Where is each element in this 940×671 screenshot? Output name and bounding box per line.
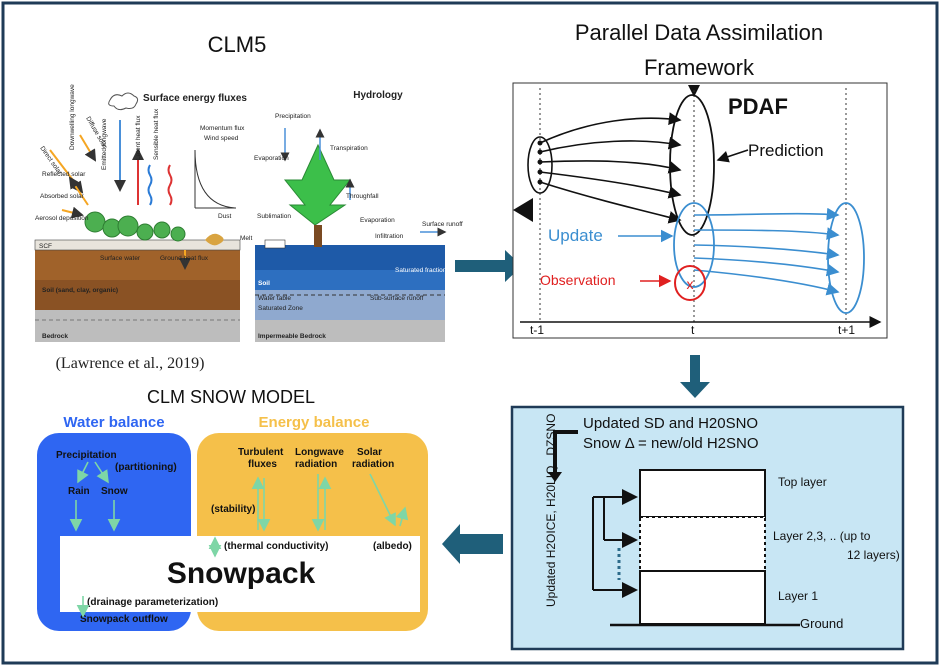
energy-fluxes-title: Surface energy fluxes <box>143 93 247 104</box>
svg-text:Saturated fraction: Saturated fraction <box>395 267 447 274</box>
svg-text:Emitted longwave: Emitted longwave <box>101 118 108 170</box>
label-t-plus: t+1 <box>838 323 855 337</box>
svg-text:Momentum flux: Momentum flux <box>200 125 245 132</box>
drainage-label: (drainage parameterization) <box>87 597 218 608</box>
svg-text:Impermeable Bedrock: Impermeable Bedrock <box>258 333 326 340</box>
bedrock-layer-left <box>35 310 240 342</box>
ground-label: Ground <box>800 616 843 631</box>
svg-text:Sub-surface runoff: Sub-surface runoff <box>370 295 424 302</box>
updated-vars-label: Updated H2OICE, H20LIQ , DZSNO <box>544 414 558 607</box>
pdaf-label: PDAF <box>728 94 788 119</box>
svg-text:Sublimation: Sublimation <box>257 213 291 220</box>
svg-text:fluxes: fluxes <box>248 459 277 470</box>
clm5-schematic: Surface energy fluxes Hydrology Direct s… <box>34 84 463 342</box>
svg-text:Solar: Solar <box>357 447 382 458</box>
update-bracket <box>553 430 578 475</box>
prediction-label: Prediction <box>748 141 824 160</box>
update-forecast-arrows <box>693 207 840 296</box>
layer1-box <box>639 570 766 625</box>
partitioning-label: (partitioning) <box>115 462 177 473</box>
pdaf-title-line2: Framework <box>644 55 755 80</box>
svg-text:Reflected solar: Reflected solar <box>42 171 86 178</box>
svg-text:Surface runoff: Surface runoff <box>422 221 463 228</box>
svg-text:Latent heat flux: Latent heat flux <box>135 115 142 160</box>
snow-label: Snow <box>101 486 128 497</box>
snowpack-label: Snowpack <box>167 557 316 590</box>
svg-text:Saturated Zone: Saturated Zone <box>258 305 303 312</box>
snowpack-box <box>60 536 420 612</box>
svg-text:Sensible heat flux: Sensible heat flux <box>153 108 160 160</box>
svg-text:Aerosol deposition: Aerosol deposition <box>35 215 89 222</box>
svg-text:radiation: radiation <box>352 459 394 470</box>
time-marker-left <box>513 198 533 222</box>
hydrology-title: Hydrology <box>353 90 403 101</box>
middle-layer-label-2: 12 layers) <box>847 548 900 562</box>
arrow-update-to-model <box>442 524 503 564</box>
svg-text:Turbulent: Turbulent <box>238 447 284 458</box>
svg-text:Soil: Soil <box>258 280 270 287</box>
update-arrows <box>592 489 638 598</box>
ensemble-t-minus <box>527 136 553 194</box>
svg-text:Infiltration: Infiltration <box>375 233 404 240</box>
cloud-icon <box>108 92 139 111</box>
water-balance-label: Water balance <box>63 414 164 431</box>
stability-label: (stability) <box>211 504 255 515</box>
snow-model-title: CLM SNOW MODEL <box>147 387 315 407</box>
svg-text:SCF: SCF <box>39 243 52 250</box>
svg-text:Transpiration: Transpiration <box>330 145 368 152</box>
thermal-label: (thermal conductivity) <box>224 541 328 552</box>
svg-text:Dust: Dust <box>218 213 232 220</box>
impermeable-bedrock <box>255 320 445 342</box>
svg-text:Wind speed: Wind speed <box>204 135 239 142</box>
energy-balance-label: Energy balance <box>259 414 370 431</box>
svg-text:Absorbed solar: Absorbed solar <box>40 193 85 200</box>
ensemble-forecast <box>669 94 715 236</box>
tree-icon <box>283 143 352 226</box>
label-t: t <box>691 323 695 337</box>
svg-text:Precipitation: Precipitation <box>275 113 311 120</box>
citation: (Lawrence et al., 2019) <box>56 355 205 372</box>
svg-text:Water table: Water table <box>258 295 291 302</box>
svg-text:Downwelling longwave: Downwelling longwave <box>69 84 76 150</box>
prediction-arrows <box>539 112 682 224</box>
svg-text:Evaporation: Evaporation <box>360 217 395 224</box>
top-layer-box <box>639 469 766 518</box>
observation-mark: x <box>687 276 694 292</box>
top-layer-label: Top layer <box>778 475 827 489</box>
dust-icon <box>205 233 224 246</box>
observation-circle <box>674 265 706 301</box>
layer1-label: Layer 1 <box>778 589 818 603</box>
pdaf-title-line1: Parallel Data Assimilation <box>575 20 823 45</box>
svg-text:Surface water: Surface water <box>100 255 141 262</box>
svg-text:Throughfall: Throughfall <box>346 193 379 200</box>
flow-arrows <box>69 461 409 618</box>
svg-text:Soil (sand, clay, organic): Soil (sand, clay, organic) <box>42 287 118 294</box>
svg-text:Ground heat flux: Ground heat flux <box>160 255 209 262</box>
svg-text:Bedrock: Bedrock <box>42 333 68 340</box>
update-line2: Snow Δ = new/old H2SNO <box>583 435 759 452</box>
label-t-minus: t-1 <box>530 323 544 337</box>
arrow-clm5-to-pdaf <box>455 250 522 282</box>
observation-label: Observation <box>540 272 615 288</box>
outflow-label: Snowpack outflow <box>80 614 168 625</box>
pdaf-panel <box>512 82 888 339</box>
svg-text:radiation: radiation <box>295 459 337 470</box>
update-line1: Updated SD and H20SNO <box>583 415 758 432</box>
middle-layer-label-1: Layer 2,3, .. (up to <box>773 529 871 543</box>
rain-label: Rain <box>68 486 90 497</box>
albedo-label: (albedo) <box>373 541 412 552</box>
svg-text:Evaporation: Evaporation <box>254 155 289 162</box>
middle-layer-box <box>639 516 766 572</box>
trees <box>84 211 186 242</box>
precipitation-label: Precipitation <box>56 450 117 461</box>
arrow-pdaf-to-update <box>680 355 710 398</box>
soil-layer-left <box>35 250 240 280</box>
svg-text:Melt: Melt <box>240 235 252 242</box>
svg-text:Longwave: Longwave <box>295 447 344 458</box>
clm5-title: CLM5 <box>208 32 267 57</box>
update-label: Update <box>548 226 603 245</box>
